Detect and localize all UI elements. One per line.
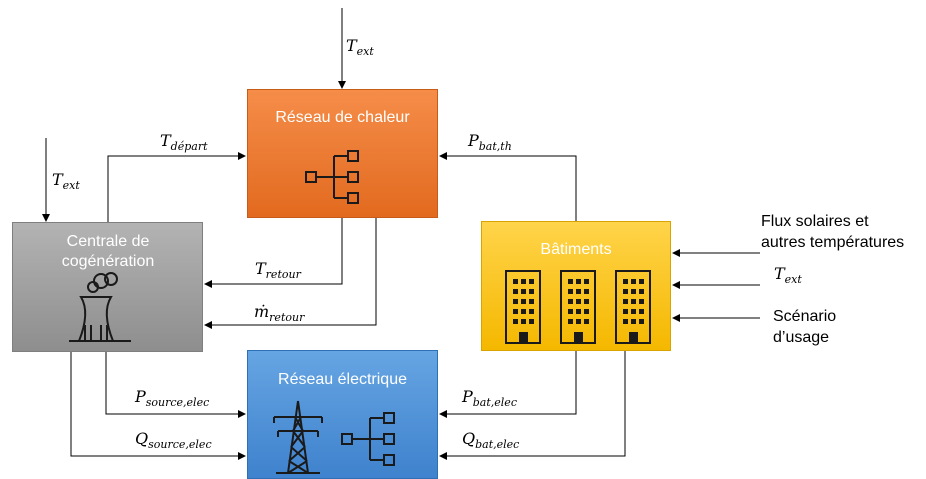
scenario-line-2: d’usage [773, 329, 830, 346]
label-p-bat-th-sub: bat,th [478, 140, 512, 153]
label-t-retour: Tretour [255, 260, 301, 284]
label-p-bat-th-base: P [468, 131, 479, 150]
label-t-ext-top-base: T [346, 36, 357, 55]
label-t-ext-top-sub: ext [356, 45, 374, 58]
label-m-retour-sub: retour [269, 311, 305, 324]
arrow-p-bat-elec [439, 351, 577, 418]
label-t-ext-top: Text [346, 37, 374, 61]
label-t-ext-right-base: T [774, 264, 785, 283]
label-q-source-elec: Qsource,elec [135, 430, 212, 454]
label-p-bat-th: Pbat,th [468, 132, 512, 156]
flux-solaires-line-2: autres températures [761, 234, 905, 251]
label-p-bat-elec: Pbat,elec [462, 388, 517, 412]
label-p-source-elec-base: P [135, 387, 146, 406]
scenario-line-1: Scénario [773, 308, 837, 325]
label-p-bat-elec-sub: bat,elec [472, 396, 517, 409]
label-q-bat-elec: Qbat,elec [462, 430, 519, 454]
label-t-ext-left: Text [52, 171, 80, 195]
label-t-depart-base: T [160, 131, 171, 150]
reseau-electrique-title: Réseau électrique [278, 371, 407, 388]
arrow-t-retour [204, 218, 343, 288]
label-t-retour-sub: retour [265, 268, 301, 281]
label-q-bat-elec-sub: bat,elec [475, 438, 520, 451]
cooling-tower-icon [69, 272, 131, 342]
label-t-ext-right-sub: ext [784, 273, 802, 286]
label-t-ext-left-sub: ext [62, 179, 80, 192]
label-p-bat-elec-base: P [462, 387, 473, 406]
reseau-de-chaleur-box: Réseau de chaleur [247, 89, 438, 218]
label-p-source-elec-sub: source,elec [145, 396, 210, 409]
label-m-retour-base: ṁ [254, 302, 270, 321]
hierarchy-network-icon [305, 150, 359, 204]
label-m-retour: ṁretour [254, 303, 304, 327]
batiments-box: Bâtiments [481, 221, 671, 351]
centrale-title: Centrale de cogénération [61, 233, 155, 270]
hierarchy-network-icon [341, 412, 395, 466]
label-q-bat-elec-base: Q [462, 429, 476, 448]
label-p-source-elec: Psource,elec [135, 388, 209, 412]
apartment-buildings-icon [505, 270, 651, 344]
arrow-q-bat-elec [439, 351, 626, 460]
transmission-tower-icon [273, 400, 323, 474]
scenario-usage-label: Scénario d’usage [773, 306, 836, 348]
reseau-electrique-box: Réseau électrique [247, 350, 438, 479]
label-t-ext-right: Text [774, 265, 802, 289]
label-t-retour-base: T [255, 259, 266, 278]
label-t-depart-sub: départ [170, 140, 208, 153]
arrow-q-source-elec [70, 352, 246, 460]
label-q-source-elec-sub: source,elec [148, 438, 212, 451]
batiments-title: Bâtiments [540, 241, 612, 258]
label-q-source-elec-base: Q [135, 429, 149, 448]
label-t-depart: Tdépart [160, 132, 208, 156]
label-t-ext-left-base: T [52, 170, 63, 189]
arrow-m-retour [204, 218, 377, 329]
centrale-de-cogeneration-box: Centrale de cogénération [12, 222, 203, 352]
flux-solaires-label: Flux solaires et autres températures [761, 211, 904, 253]
flux-solaires-line-1: Flux solaires et [761, 213, 869, 230]
arrow-p-source-elec [105, 352, 246, 418]
arrow-p-bat-th [439, 152, 577, 221]
reseau-de-chaleur-title: Réseau de chaleur [275, 109, 410, 126]
arrow-t-depart [107, 152, 246, 222]
